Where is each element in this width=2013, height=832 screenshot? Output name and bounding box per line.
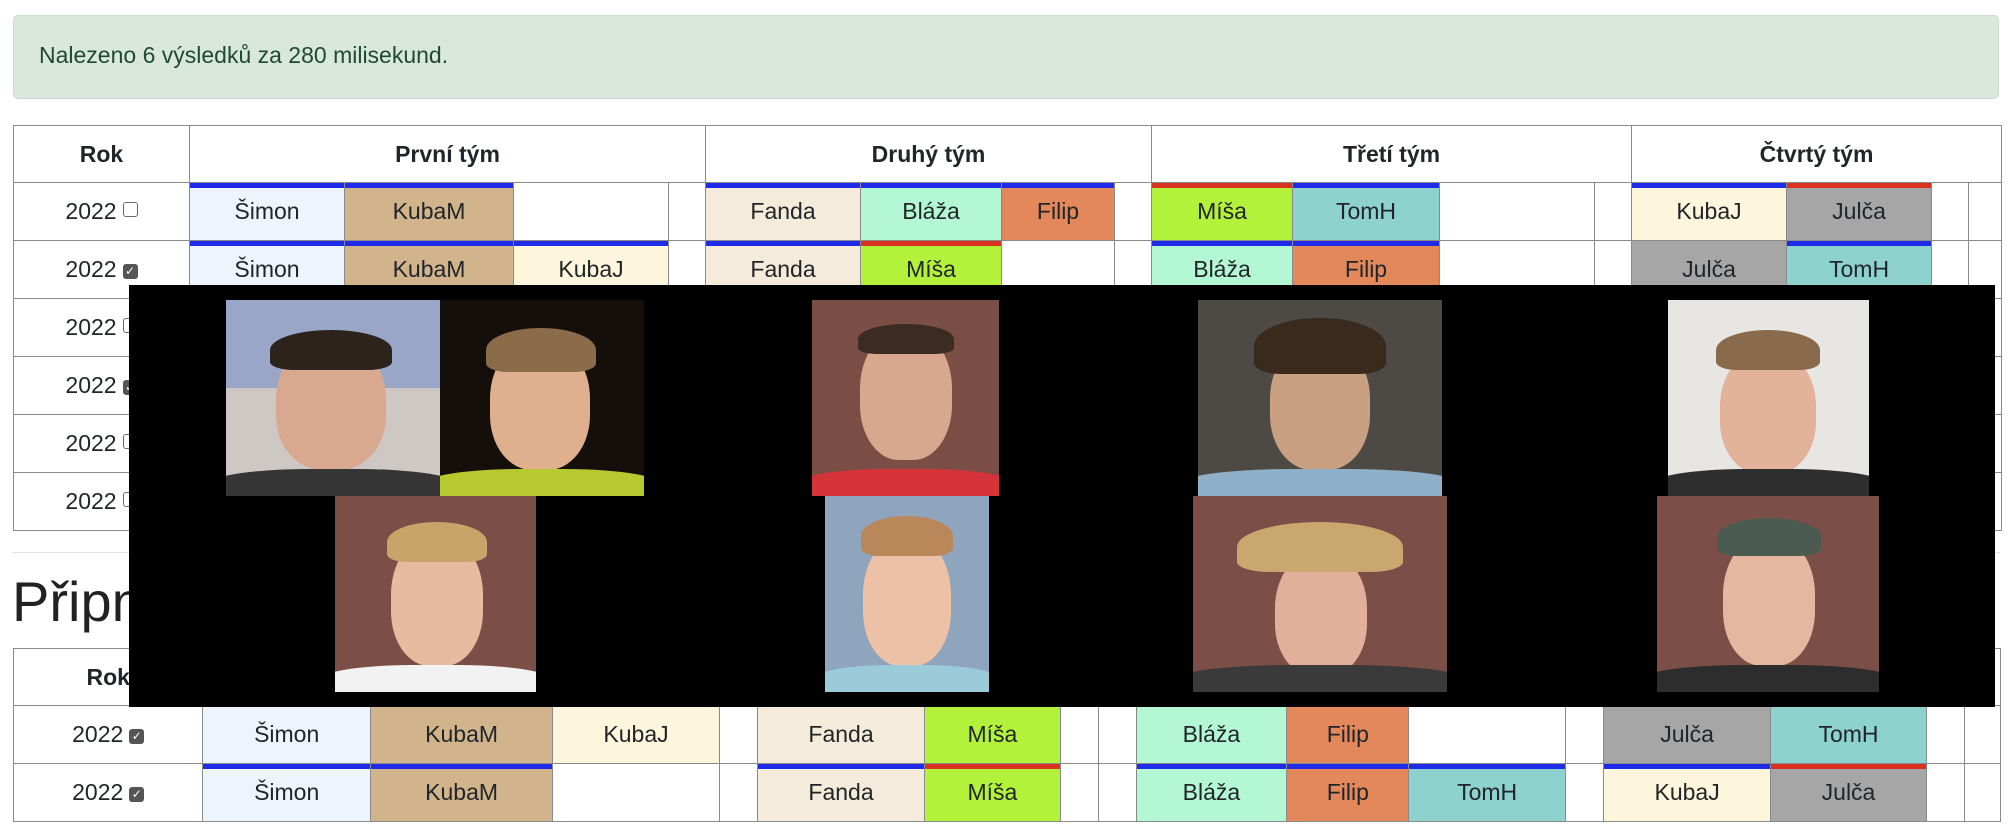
player-cell: Šimon — [202, 763, 371, 822]
header-team2: Druhý tým — [705, 125, 1153, 183]
player-cell: Fanda — [705, 182, 862, 241]
year-cell: 2022 ✓ — [12, 705, 204, 764]
player-cell: Filip — [1286, 763, 1410, 822]
row-checkbox-checked[interactable]: ✓ — [129, 787, 145, 802]
empty-cell — [1097, 763, 1137, 822]
player-photo — [226, 300, 440, 496]
player-cell: Julča — [1770, 763, 1927, 822]
player-photo — [825, 496, 989, 692]
player-cell: Bláža — [1135, 763, 1288, 822]
player-photo — [335, 496, 536, 692]
empty-cell — [1059, 763, 1099, 822]
player-cell: Šimon — [189, 182, 345, 241]
year-value: 2022 — [65, 198, 117, 224]
table-row[interactable]: 2022 ✓ Šimon KubaM KubaJ Fanda Míša Bláža… — [12, 705, 2002, 764]
player-cell: Julča — [1786, 182, 1933, 241]
empty-cell — [718, 763, 758, 822]
player-cell: TomH — [1770, 705, 1927, 764]
empty-cell — [1564, 705, 1604, 764]
results-count-text: Nalezeno 6 výsledků za 280 milisekund. — [39, 42, 449, 68]
team-photo-overlay[interactable] — [129, 285, 1995, 707]
header-rok: Rok — [13, 125, 190, 183]
results-alert: Nalezeno 6 výsledků za 280 milisekund. — [13, 15, 1999, 99]
empty-cell — [552, 763, 720, 822]
year-value: 2022 — [65, 256, 117, 282]
empty-cell — [1564, 763, 1604, 822]
player-photo — [440, 300, 644, 496]
results-header-row: Rok První tým Druhý tým Třetí tým Čtvrtý… — [13, 125, 2003, 183]
empty-cell — [1439, 182, 1596, 241]
player-photo — [1657, 496, 1879, 692]
empty-cell — [1925, 705, 1965, 764]
player-cell: KubaM — [369, 763, 554, 822]
empty-cell — [1059, 705, 1099, 764]
player-cell: Šimon — [202, 705, 371, 764]
year-value: 2022 — [65, 488, 117, 514]
year-cell: 2022 — [13, 182, 190, 241]
empty-cell — [1968, 182, 2003, 241]
player-photo — [1198, 300, 1442, 496]
player-cell: KubaJ — [1602, 763, 1772, 822]
player-cell: TomH — [1292, 182, 1441, 241]
row-checkbox-checked[interactable]: ✓ — [129, 729, 145, 744]
player-cell: TomH — [1408, 763, 1566, 822]
year-value: 2022 — [65, 372, 117, 398]
player-cell: KubaM — [369, 705, 554, 764]
player-cell: Filip — [1001, 182, 1116, 241]
pinned-section-heading: Připn — [12, 570, 143, 633]
row-checkbox-checked[interactable]: ✓ — [122, 264, 138, 279]
empty-cell — [1114, 182, 1153, 241]
empty-cell — [1925, 763, 1965, 822]
empty-cell — [1408, 705, 1566, 764]
year-cell: 2022 ✓ — [12, 763, 204, 822]
table-row[interactable]: 2022 Šimon KubaM Fanda Bláža Filip Míša … — [13, 182, 2003, 241]
player-photo — [1193, 496, 1447, 692]
header-team1: První tým — [188, 125, 707, 183]
empty-cell — [1963, 705, 2002, 764]
empty-cell — [1963, 763, 2002, 822]
player-cell: KubaJ — [552, 705, 720, 764]
player-cell: Míša — [1151, 182, 1294, 241]
row-checkbox[interactable] — [122, 202, 138, 217]
player-photo — [812, 300, 999, 496]
year-value: 2022 — [72, 721, 124, 747]
player-photo — [1668, 300, 1869, 496]
player-cell: KubaM — [344, 182, 514, 241]
header-team3: Třetí tým — [1151, 125, 1633, 183]
player-cell: Bláža — [860, 182, 1003, 241]
player-cell: Bláža — [1135, 705, 1288, 764]
year-value: 2022 — [65, 430, 117, 456]
player-cell: KubaJ — [1631, 182, 1788, 241]
player-cell: Filip — [1286, 705, 1410, 764]
year-value: 2022 — [65, 314, 117, 340]
header-team4: Čtvrtý tým — [1631, 125, 2003, 183]
player-cell: Fanda — [756, 705, 926, 764]
player-cell: Míša — [924, 705, 1061, 764]
player-cell: Míša — [924, 763, 1061, 822]
player-cell: Julča — [1602, 705, 1772, 764]
empty-cell — [513, 182, 669, 241]
year-value: 2022 — [72, 779, 124, 805]
empty-cell — [1931, 182, 1970, 241]
empty-cell — [667, 182, 707, 241]
empty-cell — [1594, 182, 1633, 241]
empty-cell — [1097, 705, 1137, 764]
empty-cell — [718, 705, 758, 764]
player-cell: Fanda — [756, 763, 926, 822]
table-row[interactable]: 2022 ✓ Šimon KubaM Fanda Míša Bláža Filip… — [12, 763, 2002, 822]
